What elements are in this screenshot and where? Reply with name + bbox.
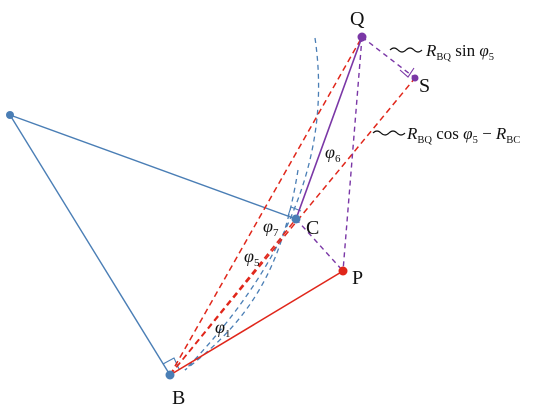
point-Q xyxy=(357,32,367,42)
label-P: P xyxy=(352,267,363,289)
label-S: S xyxy=(419,75,430,97)
label-B: B xyxy=(172,387,185,409)
angle-label-phi7: φ7 xyxy=(263,216,279,239)
line-C-Q xyxy=(295,36,363,220)
dashed-line-C-P xyxy=(295,218,344,272)
right-angle-C xyxy=(287,206,302,217)
dashed-line-Q-S xyxy=(361,36,416,79)
link-A-B xyxy=(9,114,171,376)
leader-squiggle-mid xyxy=(372,130,406,136)
point-B xyxy=(165,370,175,380)
dashed-line-B-S xyxy=(169,77,416,376)
angle-label-phi6: φ6 xyxy=(325,142,341,165)
dashed-line-B-Q xyxy=(169,36,363,376)
label-C: C xyxy=(306,217,319,239)
right-angle-S xyxy=(399,67,415,78)
link-A-C xyxy=(9,114,297,220)
dashed-line-Q-P xyxy=(342,36,363,272)
angle-label-phi1: φ1 xyxy=(215,317,230,340)
point-C xyxy=(291,214,301,224)
formula-rbq-sin-phi5: RBQ sin φ5 xyxy=(425,41,494,63)
point-S xyxy=(411,74,419,82)
point-P xyxy=(338,266,348,276)
formula-rbq-cos-phi5-minus-rbc: RBQ cos φ5 − RBC xyxy=(406,124,520,146)
leader-squiggle-top xyxy=(389,47,423,53)
dashed-arc-outer xyxy=(184,37,320,371)
line-B-P xyxy=(169,270,344,376)
point-A xyxy=(6,111,14,119)
dashed-line-B-C xyxy=(169,218,297,376)
angle-label-phi5: φ5 xyxy=(244,246,260,269)
dashed-arc-inner xyxy=(184,169,299,371)
label-Q: Q xyxy=(350,8,365,30)
